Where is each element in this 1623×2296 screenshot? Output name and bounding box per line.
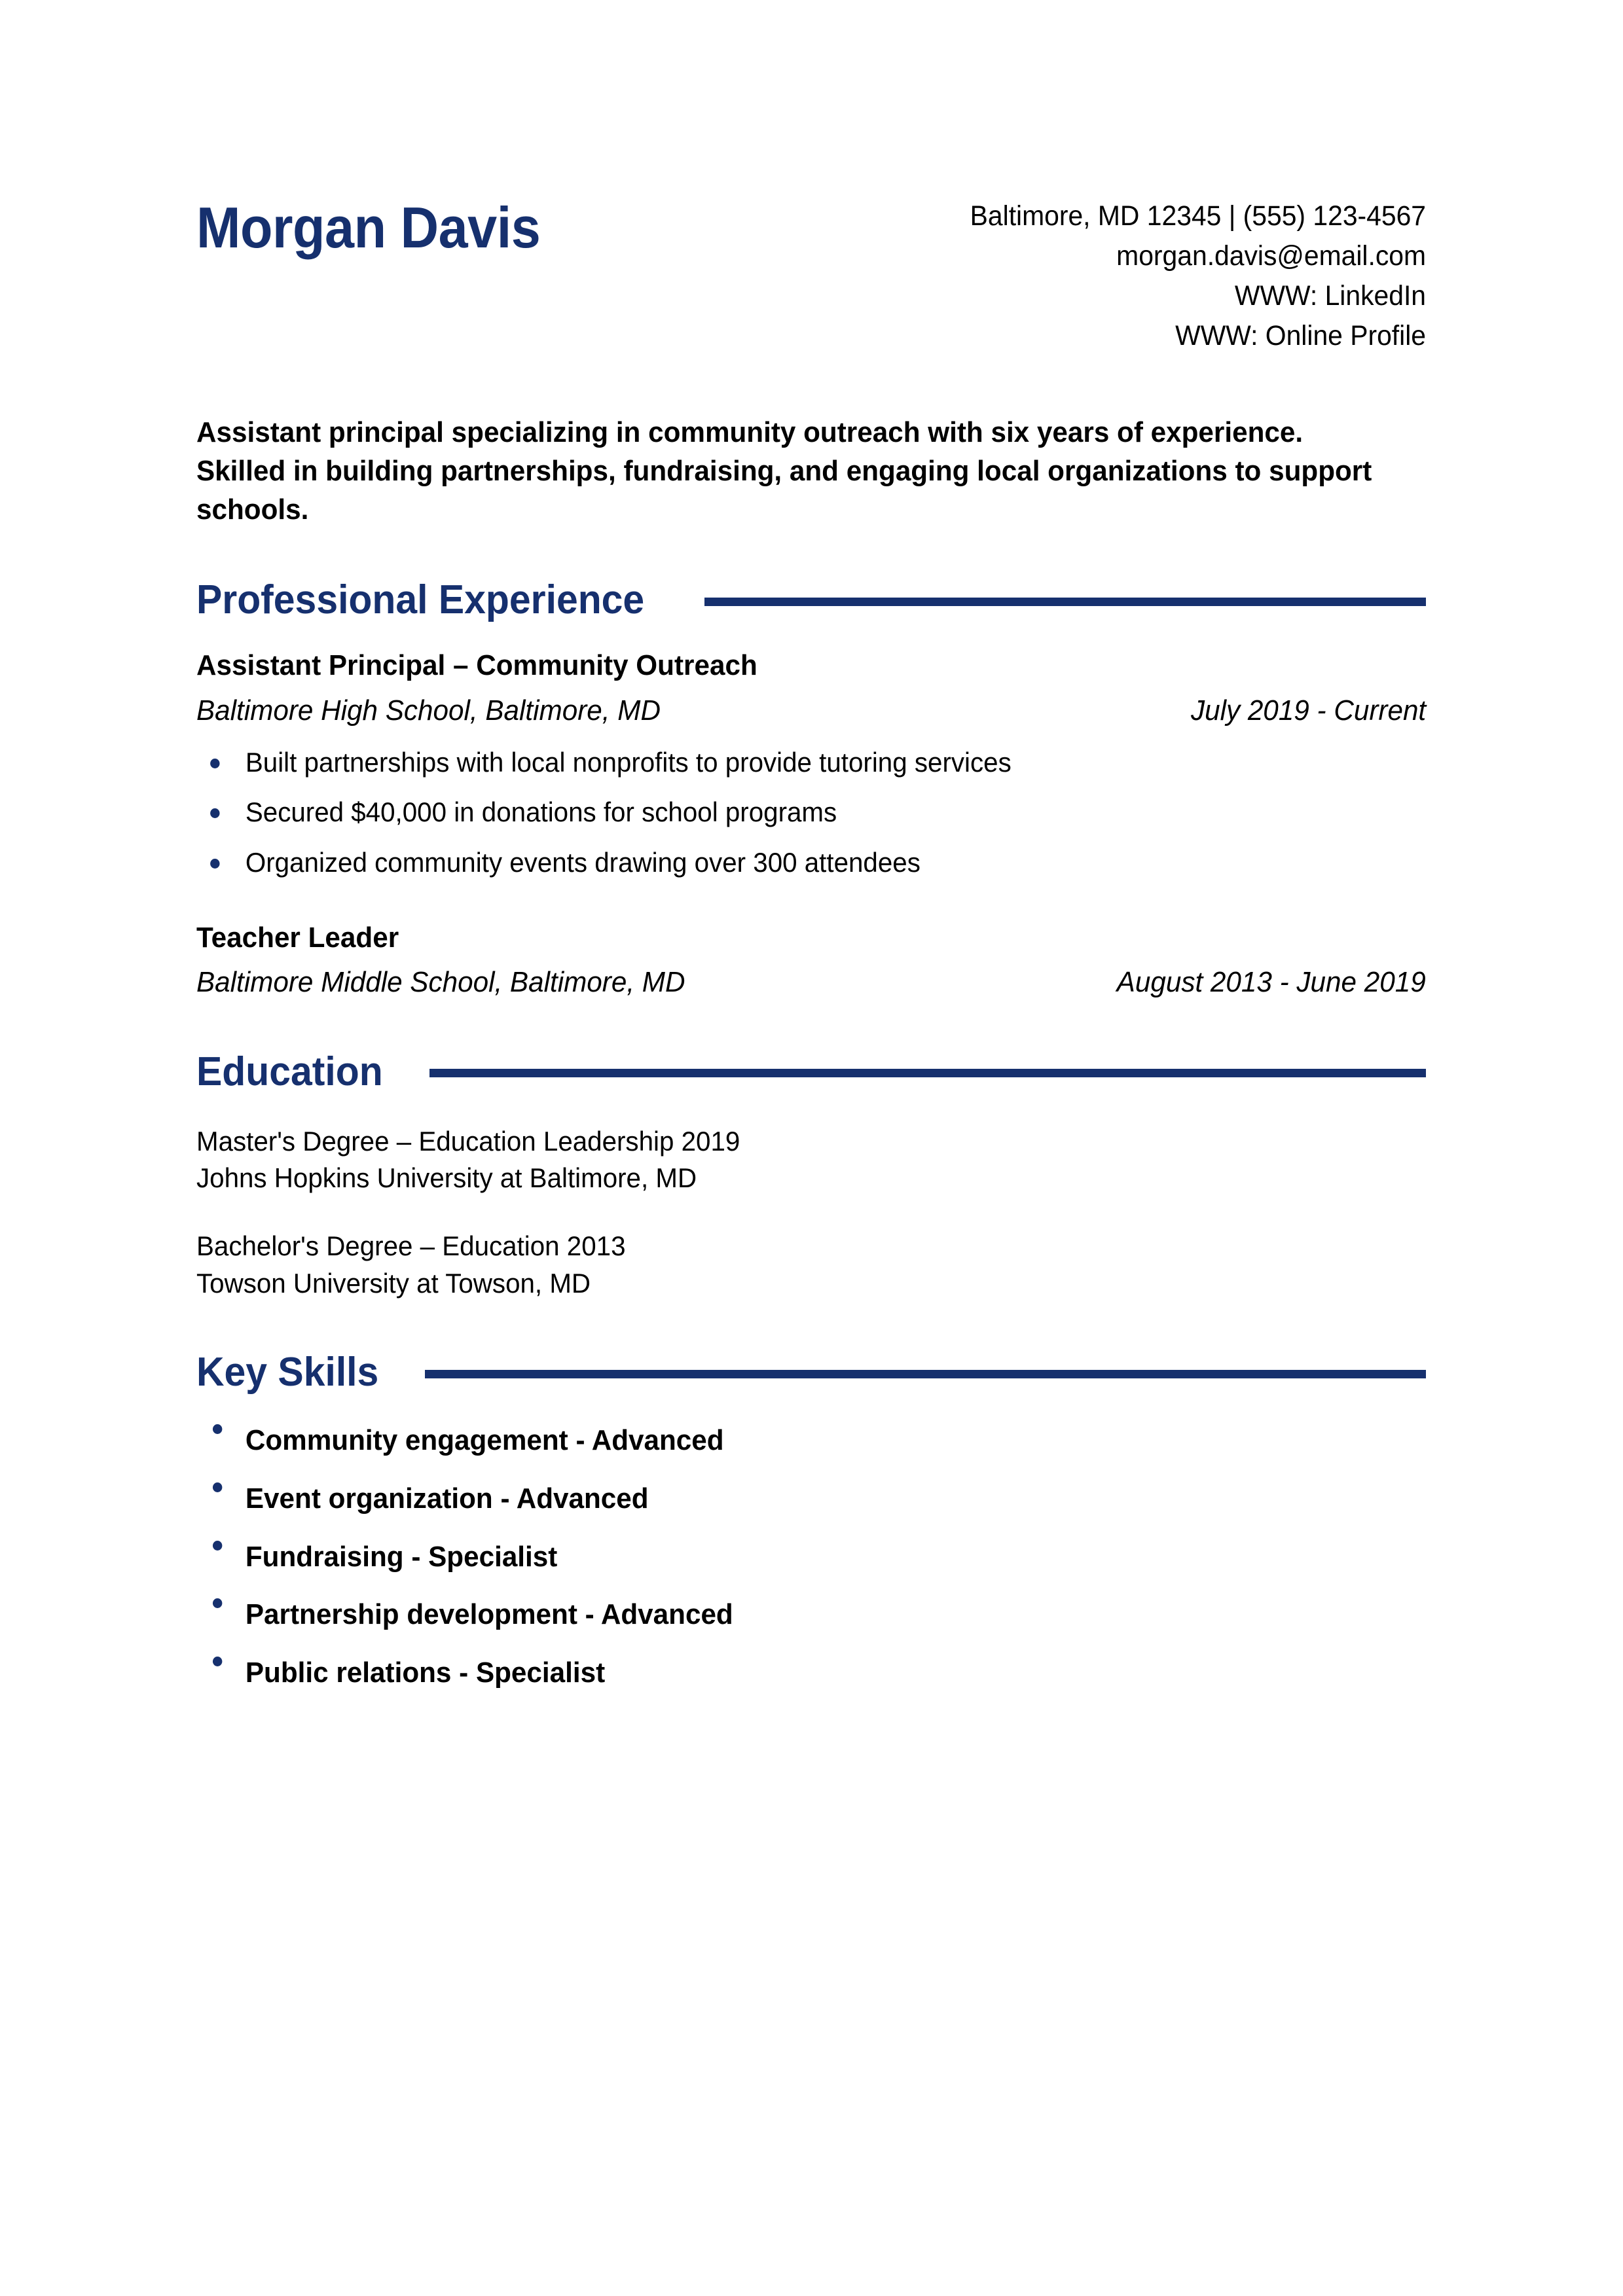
key-skills-list: Community engagement - Advanced Event or… (196, 1424, 1426, 1691)
job-dates: August 2013 - June 2019 (1116, 966, 1426, 999)
bullet-dot-icon (210, 758, 220, 768)
education-list: Master's Degree – Education Leadership 2… (196, 1123, 1426, 1302)
job-organization: Baltimore Middle School, Baltimore, MD (196, 966, 685, 999)
experience-entry: Assistant Principal – Community Outreach… (196, 647, 1426, 879)
section-rule-experience (704, 597, 1426, 606)
bullet-dot-icon (212, 1540, 223, 1551)
section-professional-experience: Professional Experience Assistant Princi… (196, 577, 1426, 1001)
job-title: Assistant Principal – Community Outreach (196, 649, 757, 682)
candidate-name: Morgan Davis (196, 195, 541, 260)
education-entry: Bachelor's Degree – Education 2013 Towso… (196, 1228, 1426, 1302)
job-bullet-list: Built partnerships with local nonprofits… (196, 746, 1426, 879)
section-key-skills: Key Skills Community engagement - Advanc… (196, 1350, 1426, 1691)
skill-item: Event organization - Advanced (196, 1482, 1377, 1516)
job-meta: Baltimore Middle School, Baltimore, MD A… (196, 964, 1426, 1001)
skill-item: Public relations - Specialist (196, 1656, 1377, 1691)
skill-text: Partnership development - Advanced (245, 1598, 733, 1631)
job-bullet: Organized community events drawing over … (196, 846, 1377, 879)
contact-block: Baltimore, MD 12345 | (555) 123-4567 mor… (970, 196, 1426, 356)
section-title-education: Education (196, 1049, 383, 1094)
contact-online-profile[interactable]: WWW: Online Profile (1175, 320, 1426, 352)
skill-text: Event organization - Advanced (245, 1482, 649, 1515)
contact-email[interactable]: morgan.davis@email.com (1116, 240, 1426, 272)
resume-header: Morgan Davis Baltimore, MD 12345 | (555)… (196, 196, 1426, 356)
professional-summary: Assistant principal specializing in comm… (196, 416, 1372, 526)
job-bullet-text: Organized community events drawing over … (245, 846, 921, 878)
education-institution: Towson University at Towson, MD (196, 1267, 591, 1299)
skill-text: Fundraising - Specialist (245, 1540, 558, 1573)
section-title-key-skills: Key Skills (196, 1349, 379, 1395)
contact-location-phone: Baltimore, MD 12345 | (555) 123-4567 (970, 200, 1426, 232)
section-header-education: Education (196, 1049, 1426, 1094)
bullet-dot-icon (210, 858, 220, 869)
experience-entry: Teacher Leader Baltimore Middle School, … (196, 920, 1426, 1001)
section-header-key-skills: Key Skills (196, 1350, 1426, 1395)
section-rule-key-skills (424, 1369, 1426, 1378)
skill-text: Community engagement - Advanced (245, 1424, 724, 1457)
bullet-dot-icon (212, 1424, 223, 1435)
job-bullet-text: Built partnerships with local nonprofits… (245, 746, 1012, 778)
job-bullet: Built partnerships with local nonprofits… (196, 746, 1377, 779)
education-institution: Johns Hopkins University at Baltimore, M… (196, 1162, 697, 1194)
bullet-dot-icon (212, 1598, 223, 1609)
job-bullet-text: Secured $40,000 in donations for school … (245, 797, 837, 828)
job-dates: July 2019 - Current (1190, 694, 1426, 726)
job-title: Teacher Leader (196, 922, 399, 954)
education-entry: Master's Degree – Education Leadership 2… (196, 1123, 1426, 1197)
section-title-experience: Professional Experience (196, 577, 645, 623)
contact-linkedin[interactable]: WWW: LinkedIn (1234, 280, 1426, 312)
education-degree: Master's Degree – Education Leadership 2… (196, 1125, 740, 1157)
skill-item: Community engagement - Advanced (196, 1424, 1377, 1458)
section-header-experience: Professional Experience (196, 577, 1426, 623)
job-meta: Baltimore High School, Baltimore, MD Jul… (196, 692, 1426, 729)
education-degree: Bachelor's Degree – Education 2013 (196, 1230, 626, 1262)
bullet-dot-icon (210, 808, 220, 819)
skill-item: Partnership development - Advanced (196, 1598, 1377, 1632)
skill-item: Fundraising - Specialist (196, 1540, 1377, 1575)
section-rule-education (429, 1069, 1426, 1078)
job-bullet: Secured $40,000 in donations for school … (196, 796, 1377, 829)
bullet-dot-icon (212, 1482, 223, 1492)
bullet-dot-icon (212, 1657, 223, 1667)
section-education: Education Master's Degree – Education Le… (196, 1049, 1426, 1302)
job-organization: Baltimore High School, Baltimore, MD (196, 694, 661, 726)
skill-text: Public relations - Specialist (245, 1657, 606, 1689)
